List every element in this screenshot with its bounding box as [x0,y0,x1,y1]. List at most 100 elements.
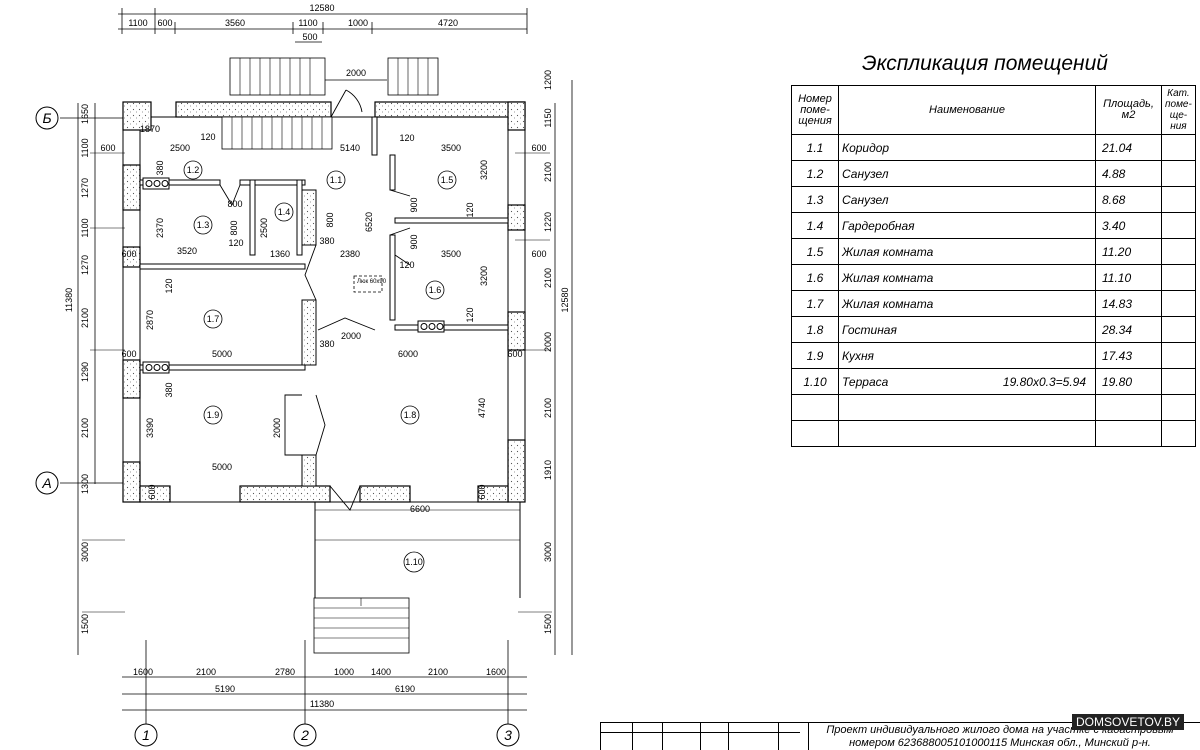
dim-b1-6: 1600 [486,667,506,677]
dim-right-4: 2100 [543,268,553,288]
room-name: Жилая комната [842,244,934,259]
room-1-3: 1.3 [197,220,210,230]
header-area: Площадь, м2 [1095,85,1162,135]
room-number-cell: 1.5 [791,238,839,265]
room-name-cell: Кухня [838,342,1096,369]
room-number-cell: 1.3 [791,186,839,213]
dim-b1-1: 2100 [196,667,216,677]
dim-600b: 600 [531,143,546,153]
room-category-cell [1161,212,1196,239]
dim-left-6: 1290 [80,362,90,382]
dim-600h: 600 [477,484,487,499]
vertical-dimension-texts: 1650 1100 1270 1100 1270 2100 1290 2100 … [64,70,570,634]
stair-treads [231,58,429,639]
room-area-cell: 11.10 [1095,264,1162,291]
dim-120a: 120 [200,132,215,142]
room-tags [183,160,457,573]
vent-blocks [142,177,445,374]
dim-1870: 1870 [140,124,160,134]
dim-120f: 120 [164,278,174,293]
floor-plan: Люк 60х90 1.1 1.2 1.3 1.4 1.5 1.6 1.7 1.… [35,3,573,747]
room-name-cell: Гостиная [838,316,1096,343]
room-name-cell [838,394,1096,421]
room-category-cell [1161,316,1196,343]
dim-right-7: 1910 [543,460,553,480]
room-1-10: 1.10 [405,557,423,567]
room-area-cell: 4.88 [1095,160,1162,187]
dim-2000a: 2000 [341,331,361,341]
room-area-cell [1095,420,1162,447]
room-1-6: 1.6 [429,285,442,295]
dim-2500b: 2500 [259,218,269,238]
room-name-cell: Гардеробная [838,212,1096,239]
room-area-cell [1095,394,1162,421]
dim-2000-top: 2000 [346,68,366,78]
dim-top-0: 1100 [128,18,147,28]
room-numbers: 1.1 1.2 1.3 1.4 1.5 1.6 1.7 1.8 1.9 1.10 [187,165,454,567]
room-name-cell: Санузел [838,160,1096,187]
room-category-cell [1161,420,1196,447]
dim-top-2: 3560 [225,18,245,28]
dim-5000a: 5000 [212,349,232,359]
room-name-cell: Жилая комната [838,238,1096,265]
room-1-8: 1.8 [404,410,417,420]
dimension-lines [60,8,573,728]
dim-5000b: 5000 [212,462,232,472]
dim-120b: 120 [399,133,414,143]
dim-top-total: 12580 [309,3,334,13]
axis-2: 2 [300,727,309,743]
dim-left-2: 1270 [80,178,90,198]
dim-380c: 380 [319,339,334,349]
room-1-1: 1.1 [330,175,343,185]
dim-left-lower-0: 3000 [80,542,90,562]
room-name: Гардеробная [842,218,915,233]
room-area-cell: 17.43 [1095,342,1162,369]
title-block [600,722,1200,750]
room-number-cell: 1.1 [791,134,839,161]
explication-header-row: Номер поме- щения Наименование Площадь, … [791,85,1196,135]
dim-top-3: 1100 [298,18,317,28]
room-number-cell: 1.2 [791,160,839,187]
room-number-cell: 1.4 [791,212,839,239]
dim-3390: 3390 [145,418,155,438]
room-1-4: 1.4 [278,207,291,217]
axis-labels: Б А 1 2 3 [41,110,512,743]
dim-500: 500 [302,32,317,42]
room-category-cell [1161,134,1196,161]
dim-right-3: 1220 [543,212,553,232]
room-name-cell [838,420,1096,447]
inner-partitions [139,116,509,371]
dim-right-9: 1500 [543,614,553,634]
attic-hatch-label: Люк 60х90 [357,279,387,285]
explication-row [791,394,1196,421]
stairs [221,57,439,654]
dim-3520: 3520 [177,246,197,256]
dim-b1-3: 1000 [334,667,354,677]
dim-3500a: 3500 [441,143,461,153]
room-area-cell: 8.68 [1095,186,1162,213]
dim-120g: 120 [465,307,475,322]
explication-title: Экспликация помещений [862,52,1108,75]
room-number-cell: 1.10 [791,368,839,395]
dim-right-total: 12580 [560,287,570,312]
dim-right-6: 2100 [543,398,553,418]
dim-600c: 600 [121,249,136,259]
room-area-cell: 28.34 [1095,316,1162,343]
dim-left-5: 2100 [80,308,90,328]
room-number-cell [791,394,839,421]
room-number-cell: 1.6 [791,264,839,291]
dim-800a: 800 [229,220,239,235]
axis-1: 1 [142,727,150,743]
dim-600e: 600 [121,349,136,359]
dim-left-total: 11380 [64,288,74,312]
room-area-cell: 3.40 [1095,212,1162,239]
watermark: DOMSOVETOV.BY [1072,714,1185,730]
room-name: Жилая комната [842,296,934,311]
room-number-cell [791,420,839,447]
dim-600d: 600 [531,249,546,259]
wall-outlines [122,116,526,503]
